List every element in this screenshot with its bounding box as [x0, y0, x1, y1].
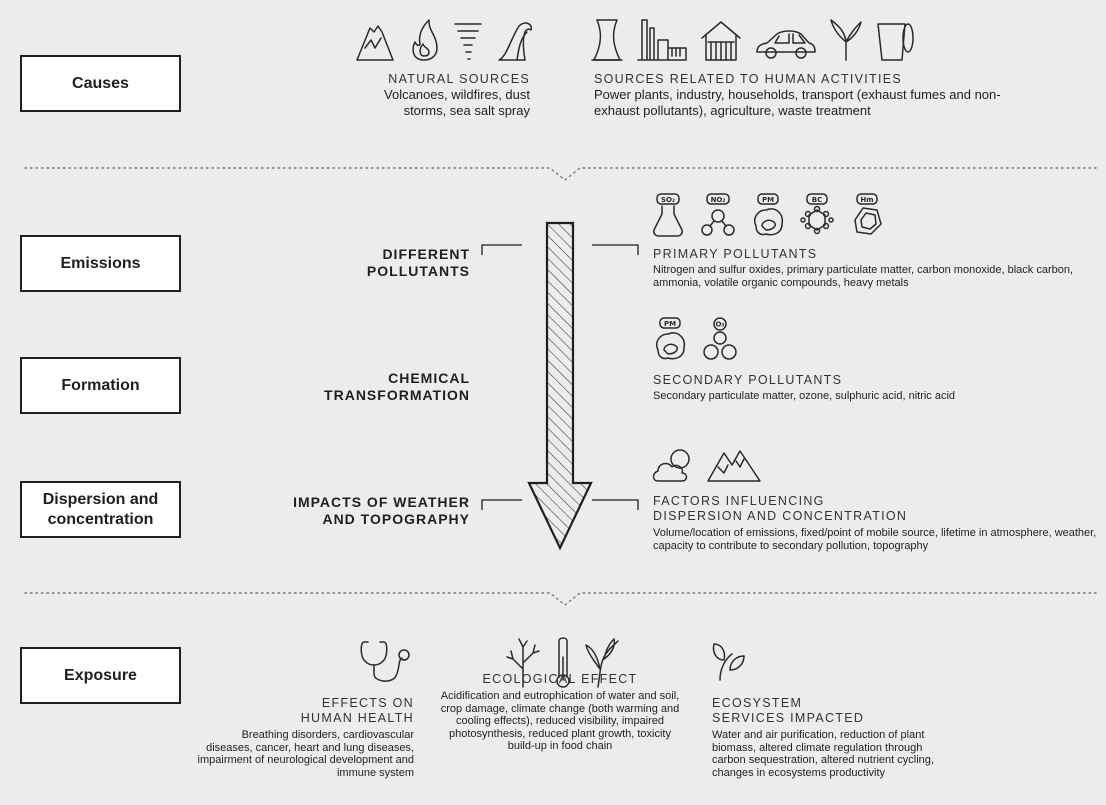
stage-box-dispersion: Dispersion and concentration: [20, 481, 181, 538]
factors-text: Volume/location of emissions, fixed/poin…: [653, 527, 1097, 552]
factors-title-line1: FACTORS INFLUENCING: [653, 494, 825, 508]
natural-icons: [355, 18, 535, 63]
power-plant-icon: [591, 19, 623, 61]
secondary-icons: PM O₃: [652, 316, 742, 364]
primary-icons: SO₂ NO₂ PM BC Hm: [650, 192, 885, 240]
different-pollutants-text: DIFFERENT POLLUTANTS: [366, 246, 470, 279]
natural-sources-title: NATURAL SOURCES: [388, 72, 530, 86]
ecological-title: ECOLOGICAL EFFECT: [482, 672, 638, 686]
house-icon: [701, 21, 742, 61]
plant-icon: [830, 19, 862, 61]
trash-bin-icon: [877, 23, 914, 61]
impacts-weather-label: IMPACTS OF WEATHER AND TOPOGRAPHY: [260, 494, 470, 528]
bc-icon: BC: [800, 193, 834, 235]
bracket-left-top: [481, 244, 522, 255]
so2-icon-label: SO₂: [661, 196, 675, 204]
ecosystem-title-line1: ECOSYSTEM: [712, 696, 803, 710]
thermometer-icon: [555, 637, 570, 688]
stage-label-formation: Formation: [61, 376, 140, 394]
volcano-icon: [356, 25, 394, 61]
stage-label-dispersion: Dispersion and concentration: [42, 490, 159, 528]
o3-icon: O₃: [703, 317, 737, 360]
stage-box-causes: Causes: [20, 55, 181, 112]
stage-box-exposure: Exposure: [20, 647, 181, 704]
leaves-icon: [712, 643, 745, 681]
human-icons: [590, 18, 915, 63]
cloud-sun-icon: [652, 449, 690, 482]
car-icon: [755, 30, 816, 59]
stage-box-emissions: Emissions: [20, 235, 181, 292]
health-title-line1: EFFECTS ON: [321, 696, 414, 710]
bracket-right-top: [592, 244, 639, 255]
health-block: EFFECTS ON HUMAN HEALTH Breathing disord…: [196, 696, 414, 779]
health-text: Breathing disorders, cardiovascular dise…: [197, 729, 414, 779]
stage-label-causes: Causes: [72, 74, 129, 92]
mountains-icon: [707, 450, 761, 482]
factors-icons: [650, 447, 770, 487]
stage-label-emissions: Emissions: [60, 254, 141, 272]
fire-icon: [412, 19, 438, 61]
no2-icon: NO₂: [701, 193, 735, 236]
bracket-left-bottom: [481, 499, 522, 510]
ecological-block: ECOLOGICAL EFFECT Acidification and eutr…: [430, 672, 690, 753]
hm-icon-label: Hm: [860, 196, 873, 204]
wave-icon: [498, 22, 533, 61]
ecological-text: Acidification and eutrophication of wate…: [440, 690, 680, 752]
different-pollutants-label: DIFFERENT POLLUTANTS: [270, 246, 470, 280]
human-sources-title: SOURCES RELATED TO HUMAN ACTIVITIES: [594, 72, 903, 86]
secondary-pm-icon-label: PM: [664, 320, 676, 328]
chemical-transformation-label: CHEMICAL TRANSFORMATION: [270, 370, 470, 404]
pm-icon-label: PM: [761, 196, 773, 204]
ecological-icons: [505, 635, 620, 690]
no2-icon-label: NO₂: [710, 196, 725, 204]
chemical-transformation-text: CHEMICAL TRANSFORMATION: [324, 370, 470, 403]
factors-title-line2: DISPERSION AND CONCENTRATION: [653, 509, 908, 523]
human-sources-text: Power plants, industry, households, tran…: [594, 87, 1001, 118]
impacts-weather-text: IMPACTS OF WEATHER AND TOPOGRAPHY: [293, 494, 470, 527]
separator-bottom: [24, 592, 1101, 606]
factory-icon: [637, 19, 687, 61]
primary-pollutants-text: Nitrogen and sulfur oxides, primary part…: [653, 264, 1074, 289]
ecosystem-block: ECOSYSTEM SERVICES IMPACTED Water and ai…: [712, 696, 992, 779]
secondary-pollutants-text: Secondary particulate matter, ozone, sul…: [653, 390, 956, 402]
stage-label-exposure: Exposure: [64, 666, 137, 684]
secondary-pollutants-block: SECONDARY POLLUTANTS Secondary particula…: [653, 373, 1093, 403]
factors-block: FACTORS INFLUENCING DISPERSION AND CONCE…: [653, 494, 1103, 552]
stage-box-formation: Formation: [20, 357, 181, 414]
secondary-pm-icon: PM: [656, 317, 686, 360]
separator-top: [24, 167, 1101, 181]
human-sources-block: SOURCES RELATED TO HUMAN ACTIVITIES Powe…: [594, 72, 1024, 119]
natural-sources-block: NATURAL SOURCES Volcanoes, wildfires, du…: [340, 72, 530, 119]
primary-pollutants-title: PRIMARY POLLUTANTS: [653, 247, 818, 261]
flow-arrow: [481, 221, 639, 551]
o3-icon-label: O₃: [715, 321, 724, 329]
hm-icon: Hm: [854, 193, 882, 235]
pm-icon: PM: [753, 193, 783, 236]
wilted-plant-icon: [585, 638, 619, 688]
so2-icon: SO₂: [653, 193, 683, 237]
ecosystem-title-line2: SERVICES IMPACTED: [712, 711, 865, 725]
secondary-pollutants-title: SECONDARY POLLUTANTS: [653, 373, 843, 387]
bc-icon-label: BC: [812, 196, 822, 204]
bracket-right-bottom: [592, 499, 639, 510]
stethoscope-icon: [360, 641, 410, 682]
ecosystem-text: Water and air purification, reduction of…: [712, 729, 934, 779]
primary-pollutants-block: PRIMARY POLLUTANTS Nitrogen and sulfur o…: [653, 247, 1093, 289]
bare-tree-icon: [506, 638, 540, 688]
natural-sources-text: Volcanoes, wildfires, dust storms, sea s…: [384, 87, 530, 118]
health-title-line2: HUMAN HEALTH: [300, 711, 414, 725]
tornado-icon: [454, 23, 482, 60]
